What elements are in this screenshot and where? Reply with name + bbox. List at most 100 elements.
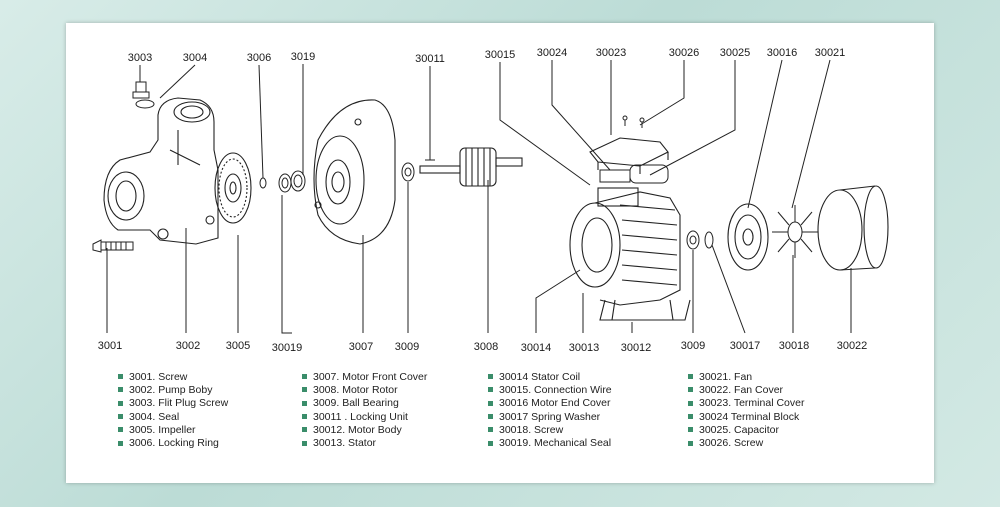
callout-3009-front: 3009 — [394, 341, 420, 353]
legend-item: 3009. Ball Bearing — [302, 397, 427, 410]
bullet-icon — [302, 387, 307, 393]
callout-30014: 30014 — [520, 342, 552, 354]
legend-item: 3008. Motor Rotor — [302, 383, 427, 396]
bullet-icon — [688, 427, 693, 433]
legend-column-1: 3001. Screw 3002. Pump Boby 3003. Flit P… — [118, 370, 228, 450]
callout-3002: 3002 — [175, 340, 201, 352]
callout-3006: 3006 — [246, 52, 272, 64]
impeller-part — [214, 152, 252, 224]
bullet-icon — [302, 427, 307, 433]
bullet-icon — [488, 427, 493, 433]
legend-item: 30011 . Locking Unit — [302, 410, 427, 423]
callout-3019: 3019 — [290, 51, 316, 63]
bullet-icon — [488, 414, 493, 420]
callout-3007: 3007 — [348, 341, 374, 353]
callout-30019: 30019 — [271, 342, 303, 354]
bullet-icon — [118, 414, 123, 420]
legend-item: 30021. Fan — [688, 370, 804, 383]
locking-ring-part — [259, 177, 267, 189]
legend-column-4: 30021. Fan 30022. Fan Cover 30023. Termi… — [688, 370, 804, 450]
bullet-icon — [488, 374, 493, 380]
callout-3005: 3005 — [225, 340, 251, 352]
callout-3009-rear: 3009 — [680, 340, 706, 352]
bullet-icon — [118, 387, 123, 393]
bullet-icon — [488, 387, 493, 393]
legend-item: 30022. Fan Cover — [688, 383, 804, 396]
legend-item: 30013. Stator — [302, 436, 427, 449]
legend-column-3: 30014 Stator Coil 30015. Connection Wire… — [488, 370, 612, 450]
legend-item: 30014 Stator Coil — [488, 370, 612, 383]
motor-front-cover-part — [313, 99, 396, 245]
fan-part — [772, 205, 818, 258]
callout-30024: 30024 — [536, 47, 568, 59]
bullet-icon — [118, 440, 123, 446]
legend-item: 30026. Screw — [688, 436, 804, 449]
callout-30016: 30016 — [766, 47, 798, 59]
ball-bearing-part-2 — [686, 230, 700, 250]
terminal-cover-part — [589, 137, 669, 174]
bullet-icon — [488, 440, 493, 446]
legend-item: 30016 Motor End Cover — [488, 397, 612, 410]
callout-30012: 30012 — [620, 342, 652, 354]
callout-3004: 3004 — [182, 52, 208, 64]
seal-part — [135, 99, 155, 109]
callout-30023: 30023 — [595, 47, 627, 59]
bullet-icon — [302, 400, 307, 406]
legend-item: 3005. Impeller — [118, 423, 228, 436]
bullet-icon — [488, 400, 493, 406]
legend-item: 30012. Motor Body — [302, 423, 427, 436]
bullet-icon — [688, 440, 693, 446]
pump-body-part — [103, 97, 219, 245]
bullet-icon — [688, 387, 693, 393]
callout-30017: 30017 — [729, 340, 761, 352]
motor-rotor-part — [419, 147, 523, 187]
callout-30025: 30025 — [719, 47, 751, 59]
legend-item: 30023. Terminal Cover — [688, 397, 804, 410]
legend-item: 3002. Pump Boby — [118, 383, 228, 396]
legend-item: 30017 Spring Washer — [488, 410, 612, 423]
legend-item: 30025. Capacitor — [688, 423, 804, 436]
leader-lines-top — [139, 59, 831, 209]
callout-30011: 30011 — [415, 53, 445, 65]
callout-3008: 3008 — [473, 341, 499, 353]
legend-item: 3001. Screw — [118, 370, 228, 383]
legend-item: 3004. Seal — [118, 410, 228, 423]
fan-cover-part — [817, 185, 889, 271]
callout-30015: 30015 — [484, 49, 516, 61]
bullet-icon — [688, 400, 693, 406]
bullet-icon — [688, 414, 693, 420]
bullet-icon — [118, 427, 123, 433]
motor-end-cover-part — [727, 203, 769, 271]
screw-part — [92, 239, 134, 253]
legend-item: 3007. Motor Front Cover — [302, 370, 427, 383]
legend-item: 3006. Locking Ring — [118, 436, 228, 449]
bullet-icon — [302, 440, 307, 446]
bullet-icon — [302, 414, 307, 420]
bullet-icon — [118, 374, 123, 380]
spring-washer-part — [704, 231, 714, 249]
callout-30018: 30018 — [778, 340, 810, 352]
bullet-icon — [688, 374, 693, 380]
ball-bearing-part-1 — [401, 162, 415, 182]
legend-item: 30019. Mechanical Seal — [488, 436, 612, 449]
callout-3001: 3001 — [97, 340, 123, 352]
plug-screw-part — [132, 81, 150, 99]
bullet-icon — [118, 400, 123, 406]
leader-lines-bottom — [106, 180, 852, 334]
legend-column-2: 3007. Motor Front Cover 3008. Motor Roto… — [302, 370, 427, 450]
callout-30021: 30021 — [814, 47, 846, 59]
legend-item: 30018. Screw — [488, 423, 612, 436]
legend-item: 30015. Connection Wire — [488, 383, 612, 396]
terminal-block-part — [599, 164, 669, 184]
callout-30026: 30026 — [668, 47, 700, 59]
motor-body-part — [569, 187, 691, 321]
callout-30013: 30013 — [568, 342, 600, 354]
mechanical-seal-part — [278, 170, 306, 193]
callout-3003: 3003 — [127, 52, 153, 64]
bullet-icon — [302, 374, 307, 380]
legend-item: 30024 Terminal Block — [688, 410, 804, 423]
terminal-screws-part — [622, 115, 645, 128]
callout-30022: 30022 — [836, 340, 868, 352]
legend-item: 3003. Flit Plug Screw — [118, 397, 228, 410]
